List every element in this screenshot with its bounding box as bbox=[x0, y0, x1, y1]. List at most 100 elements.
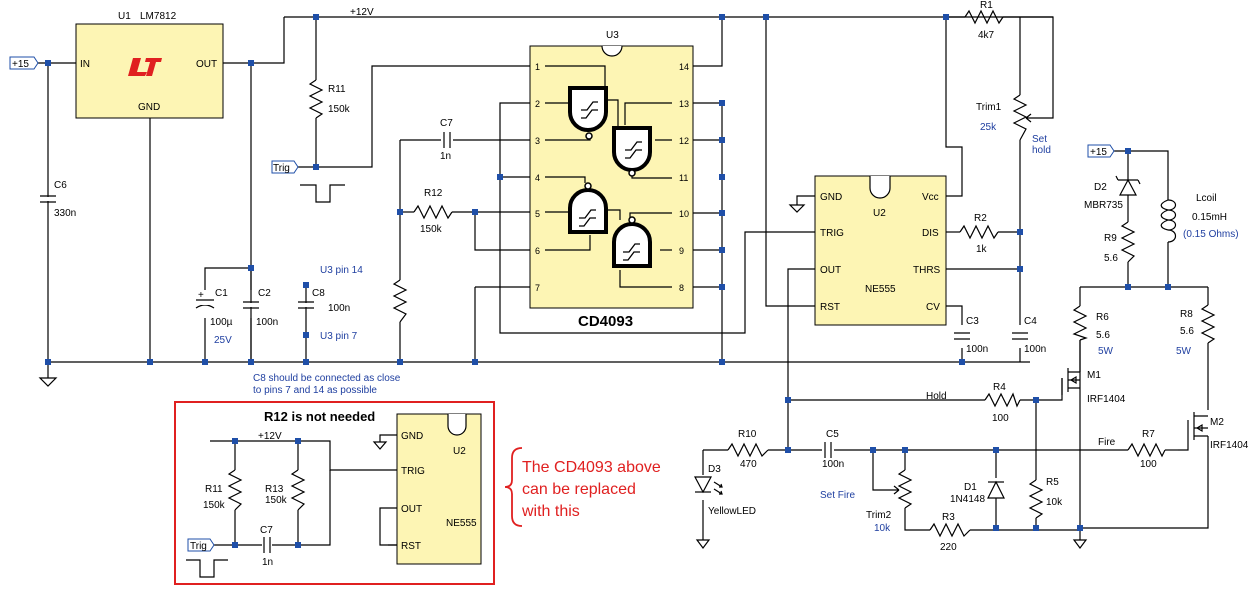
u2-trig-pin: TRIG bbox=[820, 228, 844, 239]
inset-r13-value: 150k bbox=[265, 495, 288, 506]
r11-value: 150k bbox=[328, 104, 351, 115]
c1-ref: C1 bbox=[215, 288, 228, 299]
pin-9: 9 bbox=[679, 246, 684, 256]
net-labels: +12V +15 +15 Trig Hold Fire C8 should be… bbox=[9, 7, 1116, 448]
pin-5: 5 bbox=[535, 209, 540, 219]
u3-chip: U3 CD4093 1 2 3 4 5 6 7 14 13 12 11 10 9… bbox=[529, 30, 694, 330]
pin-1: 1 bbox=[535, 62, 540, 72]
resistor-r8: R8 5.6 5W bbox=[1176, 304, 1216, 357]
r9-ref: R9 bbox=[1104, 233, 1117, 244]
inset-c7-ref: C7 bbox=[260, 525, 273, 536]
c2-value: 100n bbox=[256, 317, 278, 328]
r1-ref: R1 bbox=[980, 0, 993, 11]
d3-value: YellowLED bbox=[708, 506, 756, 517]
net-trig: Trig bbox=[273, 163, 290, 174]
trim2-ref: Trim2 bbox=[866, 510, 892, 521]
u2-rst-pin: RST bbox=[820, 302, 840, 313]
inset-rst: RST bbox=[401, 541, 421, 552]
resistor-r10: R10 470 bbox=[727, 429, 769, 470]
r12-ref: R12 bbox=[424, 188, 443, 199]
capacitor-c5: C5 100n bbox=[822, 429, 844, 470]
m1-value: IRF1404 bbox=[1087, 394, 1126, 405]
r8-ref: R8 bbox=[1180, 309, 1193, 320]
callout: The CD4093 above can be replaced with th… bbox=[504, 447, 661, 527]
nand-gate-1-icon bbox=[568, 86, 608, 140]
junction-dots bbox=[45, 14, 1171, 531]
r5-value: 10k bbox=[1046, 497, 1063, 508]
pin-12: 12 bbox=[679, 136, 689, 146]
resistor-r5: R5 10k bbox=[1028, 477, 1063, 519]
nand-gate-2-icon bbox=[612, 126, 652, 177]
c5-ref: C5 bbox=[826, 429, 839, 440]
c2-ref: C2 bbox=[258, 288, 271, 299]
pin-8: 8 bbox=[679, 283, 684, 293]
pin-11: 11 bbox=[679, 173, 688, 183]
inset-out: OUT bbox=[401, 504, 422, 515]
u2-part: NE555 bbox=[865, 284, 896, 295]
r11-ref: R11 bbox=[328, 84, 346, 95]
c1-voltage: 25V bbox=[214, 335, 232, 346]
resistor-r3: R3 220 bbox=[929, 512, 971, 553]
c1-polarity: + bbox=[198, 290, 204, 301]
inset-12v: +12V bbox=[258, 431, 282, 442]
d1-value: 1N4148 bbox=[950, 494, 985, 505]
d3-ref: D3 bbox=[708, 464, 721, 475]
m2-value: IRF1404 bbox=[1210, 440, 1249, 451]
set-fire-label: Set Fire bbox=[820, 490, 855, 501]
u3-pin14-label: U3 pin 14 bbox=[320, 265, 363, 276]
u2-vcc-pin: Vcc bbox=[922, 192, 939, 203]
u2-timer: U2 NE555 GND TRIG OUT RST Vcc DIS THRS C… bbox=[814, 175, 947, 326]
pin-7: 7 bbox=[535, 283, 540, 293]
c4-ref: C4 bbox=[1024, 316, 1037, 327]
c5-value: 100n bbox=[822, 459, 844, 470]
u1-gnd-label: GND bbox=[138, 102, 160, 113]
u1-part: LM7812 bbox=[140, 11, 177, 22]
inset-r11-ref: R11 bbox=[205, 484, 223, 495]
r2-ref: R2 bbox=[974, 213, 987, 224]
resistor-r7: R7 100 bbox=[1127, 429, 1166, 470]
inset-title: R12 is not needed bbox=[264, 409, 375, 424]
led-d3: D3 YellowLED bbox=[694, 464, 756, 517]
u3-part: CD4093 bbox=[578, 313, 633, 330]
callout-line3: with this bbox=[521, 503, 580, 520]
r3-value: 220 bbox=[940, 542, 957, 553]
pin-3: 3 bbox=[535, 136, 540, 146]
mosfet-m2: M2 IRF1404 bbox=[1178, 412, 1249, 472]
resistor-r4: R4 100 bbox=[984, 382, 1021, 424]
pin-4: 4 bbox=[535, 173, 540, 183]
u3-ref: U3 bbox=[606, 30, 619, 41]
resistor-r12-series bbox=[392, 279, 408, 323]
resistor-r1: R1 4k7 bbox=[964, 0, 1004, 41]
pin-2: 2 bbox=[535, 99, 540, 109]
net-15-coil: +15 bbox=[1090, 147, 1107, 158]
nand-gate-3-icon bbox=[568, 182, 608, 234]
c6-value: 330n bbox=[54, 208, 76, 219]
u1-in-label: IN bbox=[80, 59, 90, 70]
r7-ref: R7 bbox=[1142, 429, 1155, 440]
c7-ref: C7 bbox=[440, 118, 453, 129]
u1-ref: U1 bbox=[118, 11, 131, 22]
r12-value: 150k bbox=[420, 224, 443, 235]
trimmer-trim2: Trim2 10k Set Fire bbox=[820, 469, 913, 534]
lcoil-value: 0.15mH bbox=[1192, 212, 1227, 223]
pin-14: 14 bbox=[679, 62, 689, 72]
trimmer-trim1: Trim1 25k Set hold bbox=[976, 94, 1051, 156]
pin-6: 6 bbox=[535, 246, 540, 256]
c7-value: 1n bbox=[440, 151, 451, 162]
c1-value: 100µ bbox=[210, 317, 233, 328]
trim1-note-set: Set bbox=[1032, 134, 1047, 145]
r2-value: 1k bbox=[976, 244, 988, 255]
u2-gnd-pin: GND bbox=[820, 192, 842, 203]
u2-thrs-pin: THRS bbox=[913, 265, 941, 276]
r1-value: 4k7 bbox=[978, 30, 995, 41]
u2-out-pin: OUT bbox=[820, 265, 841, 276]
c3-value: 100n bbox=[966, 344, 988, 355]
inset-gnd: GND bbox=[401, 431, 423, 442]
capacitor-c6: C6 330n bbox=[40, 180, 76, 219]
r3-ref: R3 bbox=[942, 512, 955, 523]
r7-value: 100 bbox=[1140, 459, 1157, 470]
capacitor-c4: C4 100n bbox=[1012, 316, 1046, 355]
resistor-r9: R9 5.6 bbox=[1104, 221, 1136, 264]
r5-ref: R5 bbox=[1046, 477, 1059, 488]
